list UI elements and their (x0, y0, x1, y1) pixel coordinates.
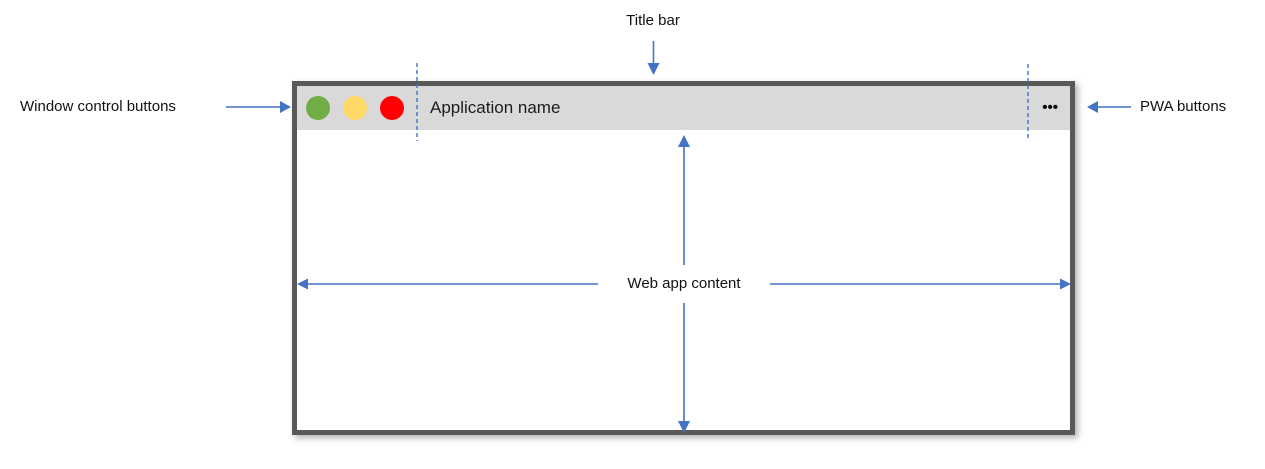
application-name: Application name (430, 98, 561, 117)
window-control-green-icon (306, 96, 330, 120)
pwa-buttons-label: PWA buttons (1140, 98, 1227, 115)
title-bar-label: Title bar (626, 12, 680, 29)
window-controls-arrow (226, 101, 291, 113)
window-control-red-icon (380, 96, 404, 120)
pwa-buttons-arrow (1087, 101, 1131, 113)
ellipsis-icon: ••• (1042, 98, 1058, 116)
window-title-bar: Application name ••• (297, 86, 1070, 130)
web-app-content-label: Web app content (623, 275, 745, 292)
window-control-buttons-label: Window control buttons (20, 98, 176, 115)
titlebar-arrow (647, 41, 660, 75)
pwa-window: Application name ••• (292, 81, 1075, 435)
window-control-yellow-icon (343, 96, 367, 120)
